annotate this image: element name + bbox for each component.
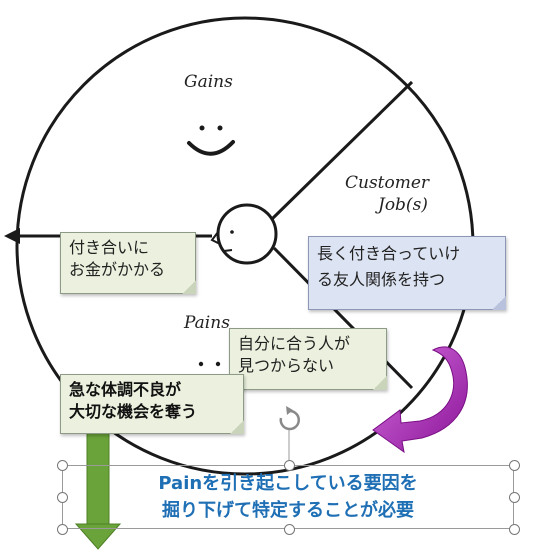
note-text-line: 大切な機会を奪う (69, 402, 198, 421)
note-text-line: 自分に合う人が (238, 334, 351, 353)
gains-label: Gains (184, 72, 233, 92)
head-eye (230, 230, 234, 234)
note-text-line: お金がかかる (69, 260, 166, 279)
customer-head-icon (216, 203, 278, 265)
note-text-line: 見つからない (238, 356, 335, 375)
textbox-line: Painを引き起こしている要因を (158, 473, 418, 494)
rotate-handle-icon[interactable] (279, 406, 300, 466)
customer-jobs-label: Customer (345, 173, 430, 193)
purple-curved-arrow (372, 346, 468, 454)
head-nose (210, 231, 221, 245)
smile-face-icon (187, 125, 235, 156)
note-text-line: 長く付き合っていけ (317, 244, 461, 263)
resize-handle-bottom-left[interactable] (57, 524, 68, 535)
sad-face-eyes-icon (198, 361, 221, 367)
head-mouth (223, 249, 233, 252)
divider-line-upper (270, 80, 414, 221)
resize-handle-middle-right[interactable] (509, 492, 520, 503)
textbox-line: 掘り下げて特定することが必要 (162, 500, 414, 521)
resize-handle-top-right[interactable] (509, 460, 520, 471)
resize-handle-top-center[interactable] (284, 460, 295, 471)
note-text-line: る友人関係を持つ (317, 270, 446, 289)
resize-handle-bottom-center[interactable] (284, 524, 295, 535)
note-fold (230, 420, 244, 434)
note-fold (373, 376, 387, 390)
sticky-note-sudden-illness[interactable]: 急な体調不良が 大切な機会を奪う (60, 374, 244, 434)
note-fold (182, 280, 196, 294)
sticky-note-no-match[interactable]: 自分に合う人が 見つからない (229, 328, 387, 390)
customer-jobs-label-2: Job(s) (375, 195, 428, 215)
resize-handle-bottom-right[interactable] (509, 524, 520, 535)
note-fold (492, 296, 506, 310)
note-text-line: 急な体調不良が (69, 380, 182, 399)
resize-handle-top-left[interactable] (57, 460, 68, 471)
pains-label: Pains (183, 313, 230, 333)
sticky-note-long-friendship[interactable]: 長く付き合っていけ る友人関係を持つ (308, 236, 506, 310)
divider-line-lower (272, 246, 414, 390)
pain-cause-textbox[interactable]: Painを引き起こしている要因を 掘り下げて特定することが必要 (62, 465, 514, 529)
sticky-note-money-cost[interactable]: 付き合いに お金がかかる (60, 232, 196, 294)
note-text-line: 付き合いに (69, 238, 150, 257)
resize-handle-middle-left[interactable] (57, 492, 68, 503)
left-arrow-icon (4, 228, 20, 244)
